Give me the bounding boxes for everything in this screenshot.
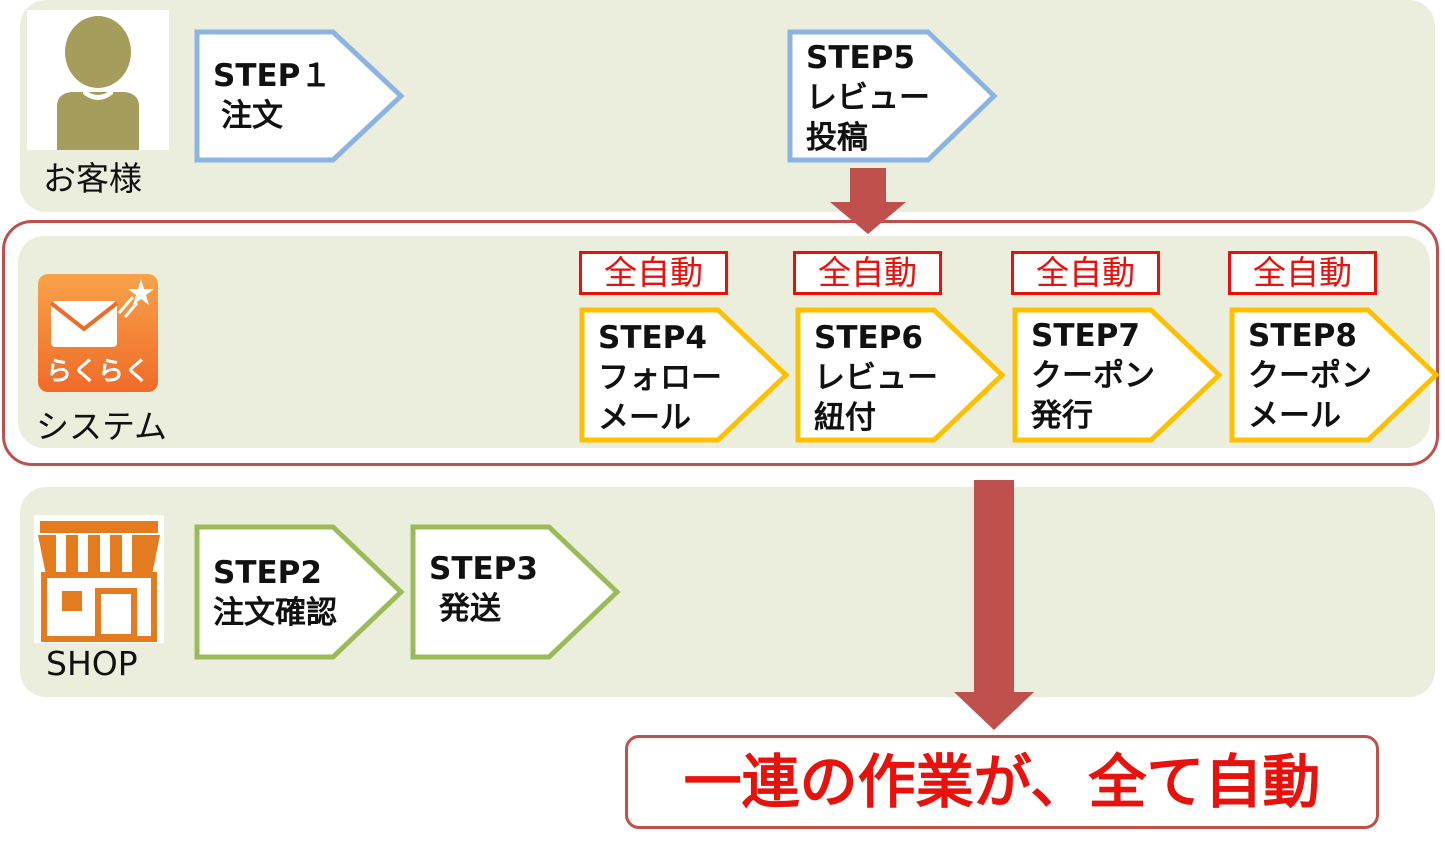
step6-title: STEP6 (814, 320, 923, 356)
step4-label-2: メール (598, 400, 691, 436)
step2-box: STEP2 注文確認 (194, 524, 405, 660)
step5-title: STEP5 (806, 40, 915, 76)
arrow-down-small (830, 168, 906, 234)
step6-label-1: レビュー (814, 360, 938, 396)
step8-box: STEP8 クーポン メール (1229, 307, 1440, 443)
auto-badge-step7: 全自動 (1011, 251, 1160, 295)
shop-label: SHOP (46, 644, 138, 683)
step3-label: 発送 (439, 591, 501, 627)
summary-box: 一連の作業が、全て自動 (625, 735, 1379, 829)
step4-label-1: フォロー (598, 360, 722, 396)
person-icon (27, 10, 169, 150)
step5-label-2: 投稿 (806, 120, 868, 156)
app-icon-text: らくらく (45, 357, 150, 387)
step8-label-2: メール (1248, 398, 1341, 434)
step7-label-2: 発行 (1031, 398, 1093, 434)
step5-label-1: レビュー (806, 80, 930, 116)
step3-title: STEP3 (429, 551, 538, 587)
step7-box: STEP7 クーポン 発行 (1012, 307, 1223, 443)
step2-title: STEP2 (213, 555, 322, 591)
step4-box: STEP4 フォロー メール (579, 307, 790, 443)
step1-title: STEP１ (213, 58, 332, 94)
auto-badge-step6: 全自動 (793, 251, 942, 295)
step7-title: STEP7 (1031, 318, 1140, 354)
step8-title: STEP8 (1248, 318, 1357, 354)
step6-box: STEP6 レビュー 紐付 (795, 307, 1006, 443)
step5-box: STEP5 レビュー 投稿 (787, 29, 998, 163)
customer-label: お客様 (43, 159, 142, 198)
rakuraku-app-icon: らくらく (37, 273, 159, 393)
step1-label: 注文 (221, 98, 283, 134)
auto-badge-step8: 全自動 (1228, 251, 1377, 295)
step4-title: STEP4 (598, 320, 707, 356)
arrow-down-long (954, 480, 1034, 730)
system-frame (2, 220, 1439, 466)
step3-box: STEP3 発送 (410, 524, 621, 660)
auto-badge-step4: 全自動 (579, 251, 728, 295)
step1-box: STEP１ 注文 (194, 29, 405, 163)
system-label: システム (36, 407, 168, 446)
step2-label: 注文確認 (213, 595, 337, 631)
step6-label-2: 紐付 (814, 400, 876, 436)
step7-label-1: クーポン (1031, 358, 1155, 394)
shop-icon (34, 515, 164, 643)
step8-label-1: クーポン (1248, 358, 1372, 394)
